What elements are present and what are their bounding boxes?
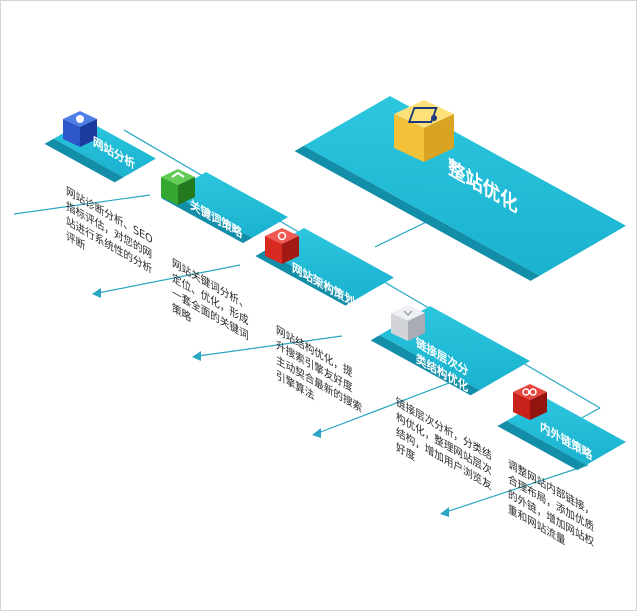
keyword-cube-icon xyxy=(161,169,195,205)
arrow-line-2 xyxy=(97,264,241,294)
arrow-head-4 xyxy=(312,428,321,438)
link-structure-cube-icon xyxy=(391,305,425,341)
analysis-cube-icon xyxy=(63,111,97,147)
arrow-head-3 xyxy=(192,351,201,361)
link-chain-cube-icon xyxy=(513,384,547,420)
arrow-head-5 xyxy=(440,507,449,517)
arrow-line-1 xyxy=(13,194,151,215)
architecture-cube-icon xyxy=(265,228,299,264)
arrow-line-4 xyxy=(317,377,463,434)
title-cube-icon xyxy=(394,100,454,162)
arrow-line-5 xyxy=(445,464,589,513)
arrow-head-2 xyxy=(92,288,101,298)
arrow-line-3 xyxy=(197,335,343,357)
